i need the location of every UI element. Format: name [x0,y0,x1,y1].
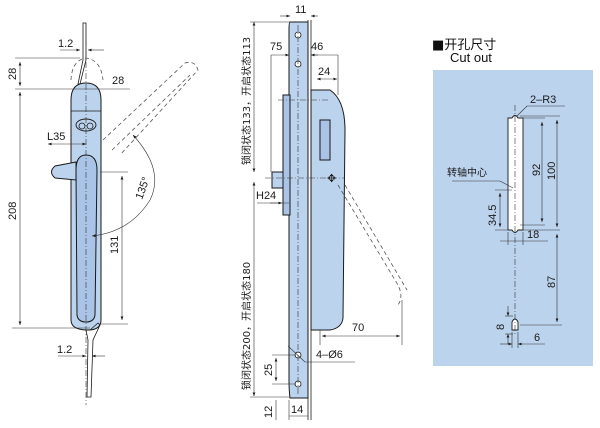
side-lever [51,161,77,181]
cutout-title-cn: 开孔尺寸 [444,38,497,53]
dim-open-reach: 70 [352,322,364,334]
top-strap [77,22,87,85]
bullet-square-icon: ■ [432,38,445,53]
dim-top-width: 11 [295,4,306,16]
dim-75: 75 [270,41,282,53]
dim-bottom-margin: 12 [263,406,275,418]
pivot-marker-icon: ✥ [327,173,336,185]
cutout-slot [507,115,524,233]
dim-top-offset-h: 28 [112,75,124,87]
dim-radius: 2–R3 [530,94,556,106]
dim-pivot-height: 131 [109,236,121,254]
dim-hole-width: 6 [534,332,540,344]
cutout-view: 2–R3 92 100 转轴中心 34.5 18 87 8 [433,70,593,366]
open-handle-ghost-side [337,184,402,306]
dim-overall-height: 208 [7,202,19,220]
swing-arc-top [70,57,104,81]
dim-46: 46 [311,41,323,53]
cutout-title-en: Cut out [450,50,492,65]
dim-top-offset-v: 28 [7,68,19,80]
cam [271,171,284,189]
dim-inner-height: 92 [531,164,543,176]
mounting-plate [288,21,309,399]
dim-handle-width: L35 [47,131,65,143]
dim-slot-width: 18 [527,229,539,241]
dim-holes: 4–Ø6 [316,349,343,361]
dim-outer-height: 100 [546,162,558,180]
cutout-hole [511,318,519,331]
front-view: 1.2 28 28 L35 208 131 135° 1.2 [7,22,199,405]
bottom-strap [85,322,101,398]
handle-grip [75,154,98,323]
dim-hole-height: 8 [495,324,507,330]
dim-hole-spacing: 25 [263,364,275,376]
dim-pivot-offset: 34.5 [487,205,499,226]
upper-state-note: 锁闭状态133，开启状态113 [240,37,253,165]
dim-plate-width: 14 [291,404,303,416]
cutout-title: ■开孔尺寸 [432,34,496,53]
dim-lower-distance: 87 [546,276,558,288]
dim-cam-height: H24 [256,190,276,202]
dim-bottom-thickness: 1.2 [57,344,72,356]
pivot-center-label: 转轴中心 [447,166,487,179]
dim-top-thickness: 1.2 [58,38,73,50]
side-view: ✥ 11 75 46 24 锁闭状态133，开启状态113 锁闭状态200，开启… [240,4,408,420]
rear-housing [282,94,291,216]
lower-state-note: 锁闭状态200，开启状态180 [240,262,253,390]
open-handle-ghost [102,61,199,156]
dim-rotation-angle: 135° [134,176,153,201]
dim-24: 24 [318,66,330,78]
